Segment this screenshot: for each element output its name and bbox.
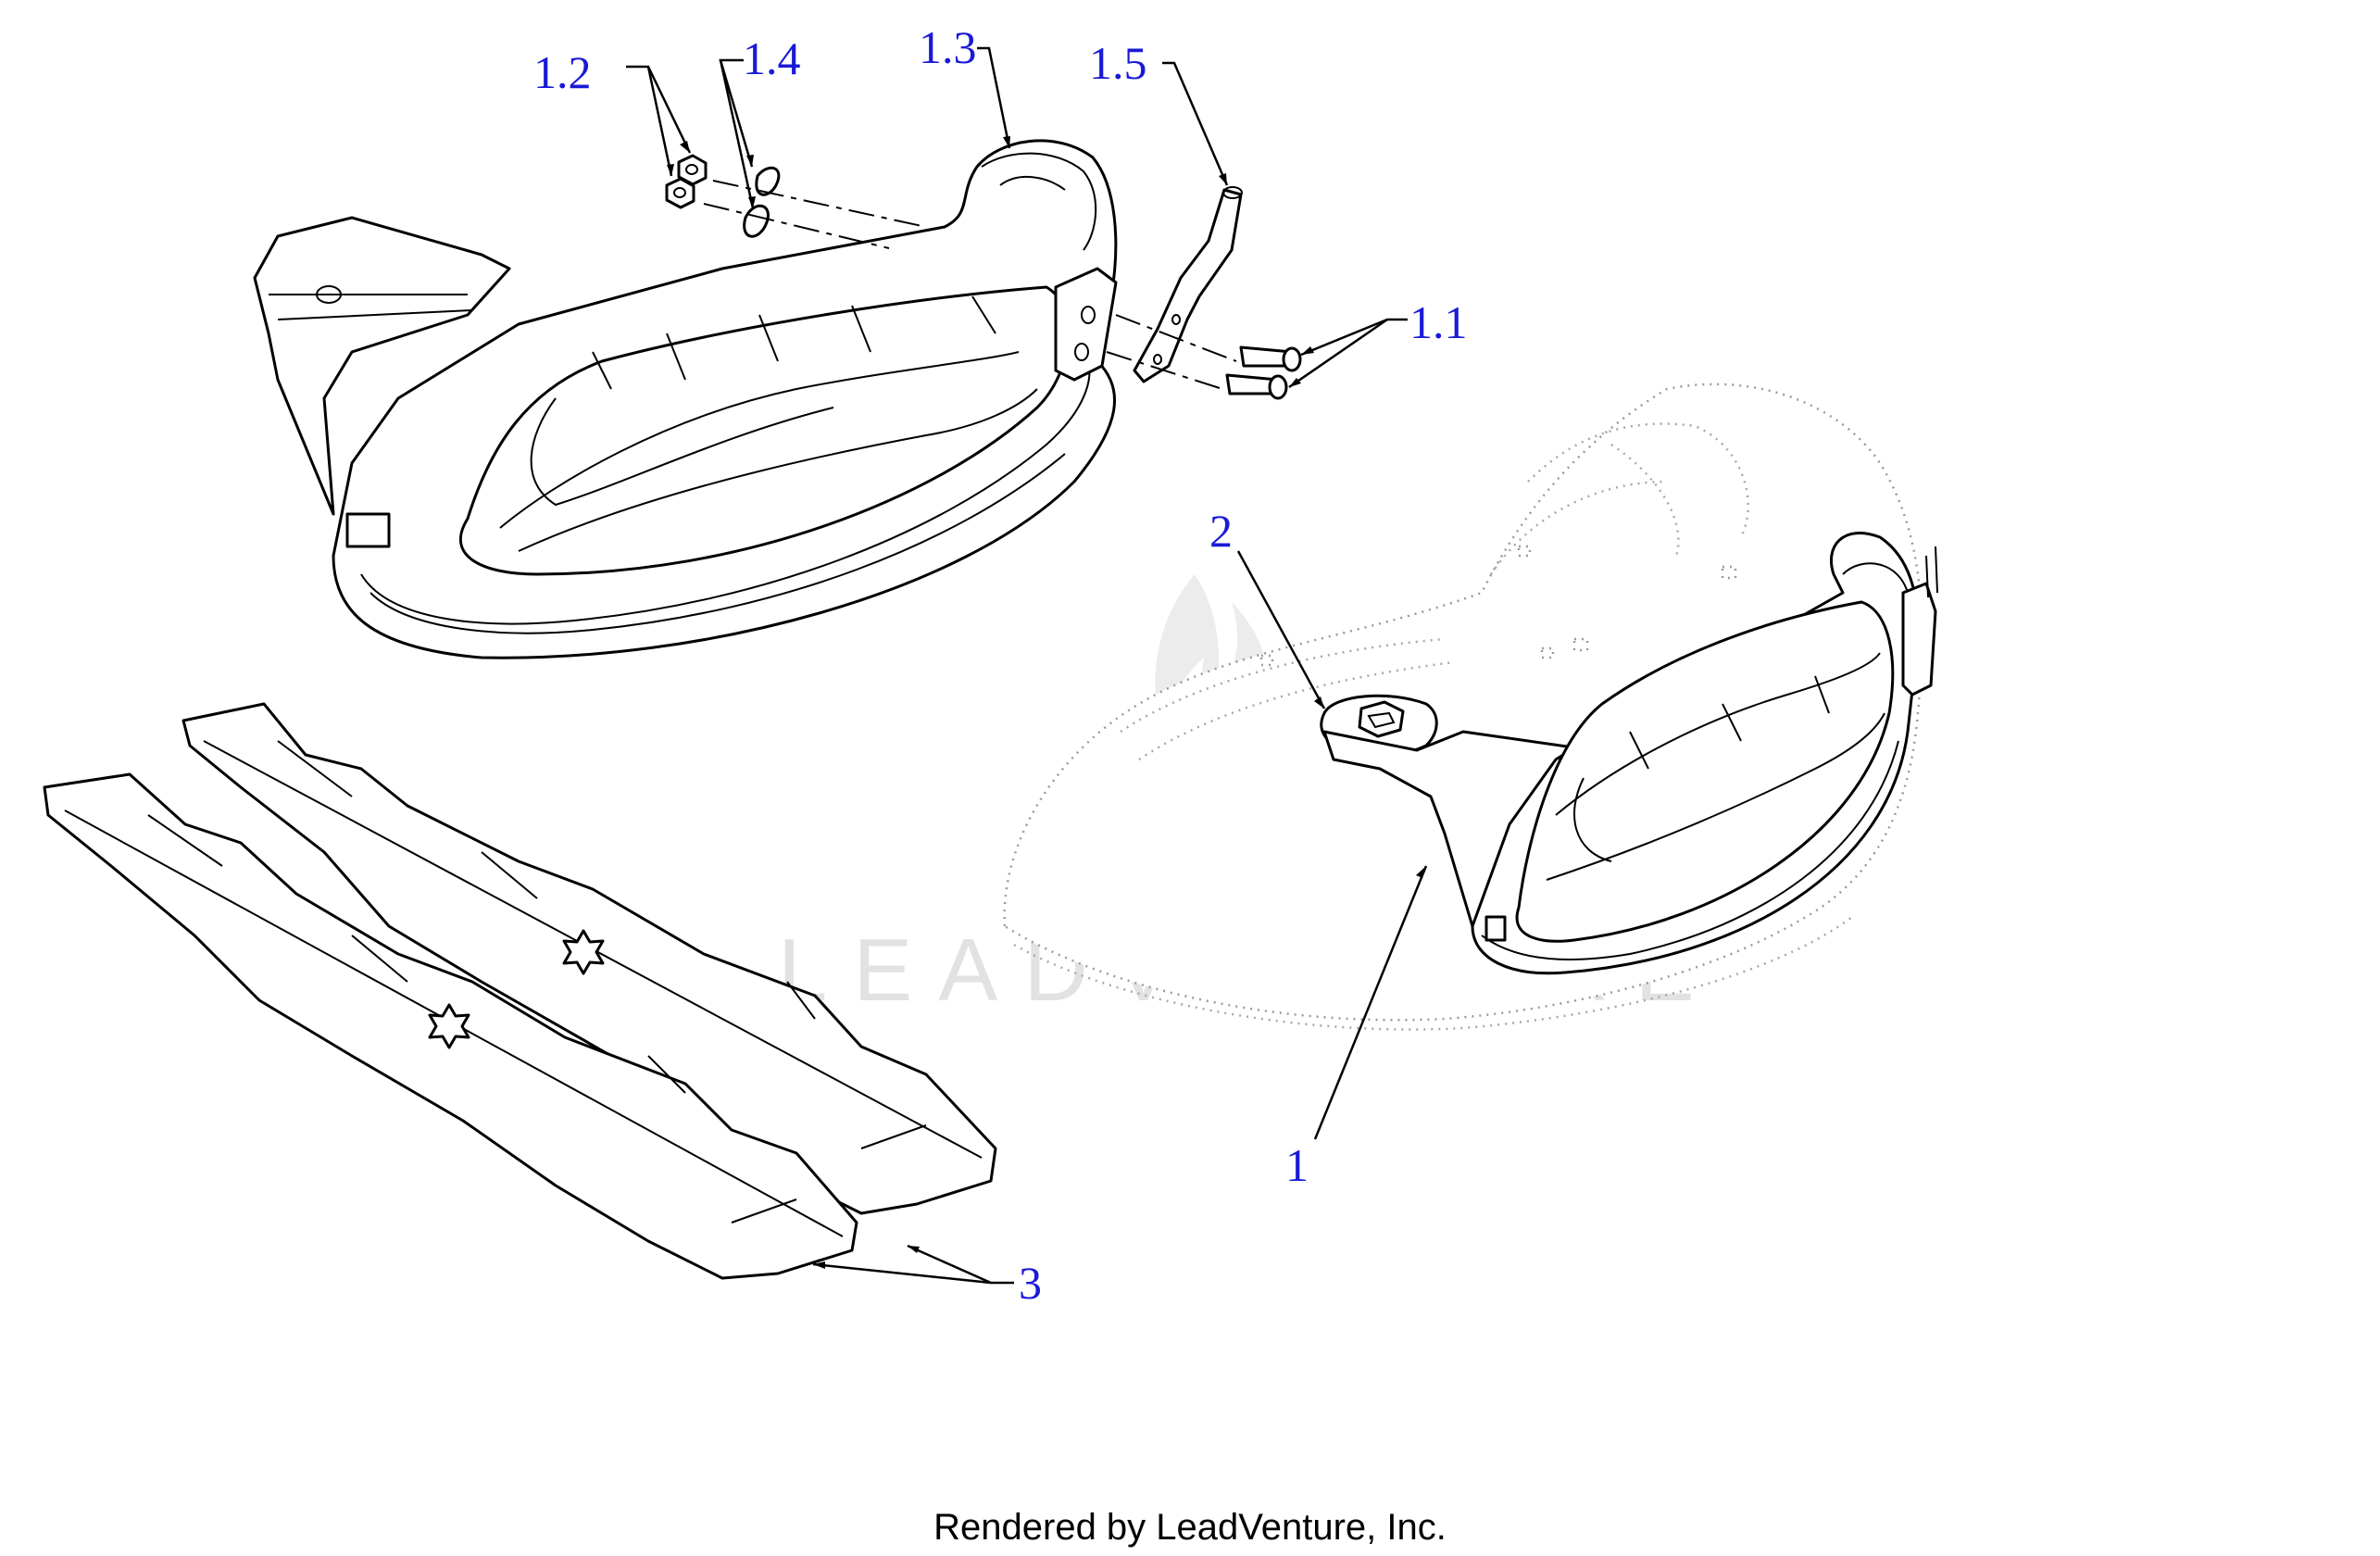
- upper-blade-star-hole: [562, 929, 605, 975]
- callout-1-4: 1.4: [743, 32, 801, 84]
- center-line-bolt-upper: [1115, 314, 1237, 362]
- callout-1-5: 1.5: [1089, 37, 1147, 89]
- footer-credit: Rendered by LeadVenture, Inc.: [933, 1507, 1447, 1548]
- shoulder-bolts: [1225, 345, 1302, 400]
- leader-lines: [626, 46, 1428, 1285]
- leader-1: [1313, 865, 1428, 1140]
- center-line-lower: [703, 203, 890, 249]
- hex-nuts: [665, 154, 708, 209]
- spring-washers: [743, 166, 781, 238]
- hinge-rod: [1133, 186, 1243, 383]
- deck-mounting-holes: [1259, 545, 1737, 667]
- callout-2: 2: [1209, 505, 1233, 557]
- leader-arrowheads: [667, 136, 1426, 1269]
- callout-1-1: 1.1: [1409, 296, 1468, 348]
- lower-blade-star-hole: [428, 1003, 470, 1049]
- leader-3-a: [907, 1244, 1014, 1285]
- chute-tab: [345, 512, 391, 548]
- installed-hinge-plate: [1901, 582, 1937, 696]
- callout-1-3: 1.3: [919, 21, 977, 73]
- leader-1-1-a: [1300, 318, 1408, 357]
- chute-hinge-plate: [1054, 267, 1118, 382]
- callout-3: 3: [1019, 1257, 1042, 1309]
- discharge-chute-exploded: [253, 139, 1118, 659]
- mower-blades: [43, 702, 997, 1280]
- mower-deck-assembly: [1003, 383, 1938, 1031]
- leader-1-5: [1162, 61, 1229, 186]
- callout-1-2: 1.2: [533, 46, 592, 98]
- leader-2: [1236, 550, 1326, 709]
- callout-1: 1: [1285, 1139, 1309, 1191]
- callout-labels: 1.2 1.4 1.3 1.5 1.1 2 1 3: [533, 21, 1468, 1309]
- leader-1-3: [977, 46, 1011, 149]
- center-line-bolt-lower: [1106, 351, 1223, 390]
